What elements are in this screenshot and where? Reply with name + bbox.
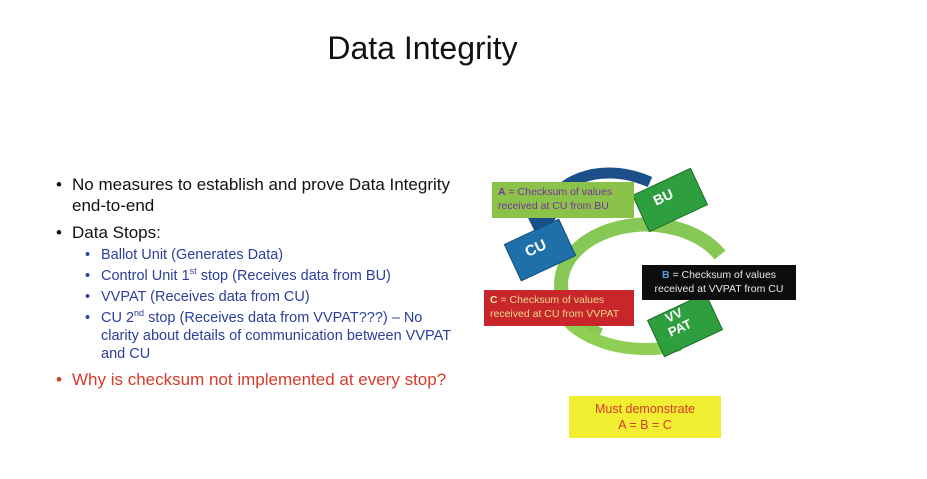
sub-bullet-control-unit: Control Unit 1st stop (Receives data fro… (85, 267, 456, 285)
checksum-c-box: C = Checksum of values received at CU fr… (484, 290, 634, 326)
bullet-list: No measures to establish and prove Data … (56, 174, 456, 390)
cu-node (503, 218, 577, 282)
bullet-data-stops: Data Stops: (56, 222, 456, 243)
slide-title: Data Integrity (327, 30, 518, 66)
sub-bullet-vvpat: VVPAT (Receives data from CU) (85, 288, 456, 306)
data-stops-sublist: Ballot Unit (Generates Data) Control Uni… (56, 246, 456, 363)
checksum-a-box: A = Checksum of values received at CU fr… (492, 182, 634, 218)
must-demonstrate-box: Must demonstrate A = B = C (569, 396, 721, 438)
sub-bullet-cu-second-stop: CU 2nd stop (Receives data from VVPAT???… (85, 309, 456, 363)
bullet-checksum-question: Why is checksum not implemented at every… (56, 369, 456, 390)
checksum-b-box: B = Checksum of values received at VVPAT… (642, 265, 796, 300)
vvpat-node (646, 292, 724, 358)
data-flow-diagram: BU CU VV PAT A = Checksum of values rece… (480, 160, 810, 360)
bu-node (631, 167, 709, 233)
sub-bullet-ballot-unit: Ballot Unit (Generates Data) (85, 246, 456, 264)
bullet-end-to-end: No measures to establish and prove Data … (56, 174, 456, 216)
equality-expression: A = B = C (618, 418, 672, 432)
must-demonstrate-label: Must demonstrate (594, 402, 696, 416)
